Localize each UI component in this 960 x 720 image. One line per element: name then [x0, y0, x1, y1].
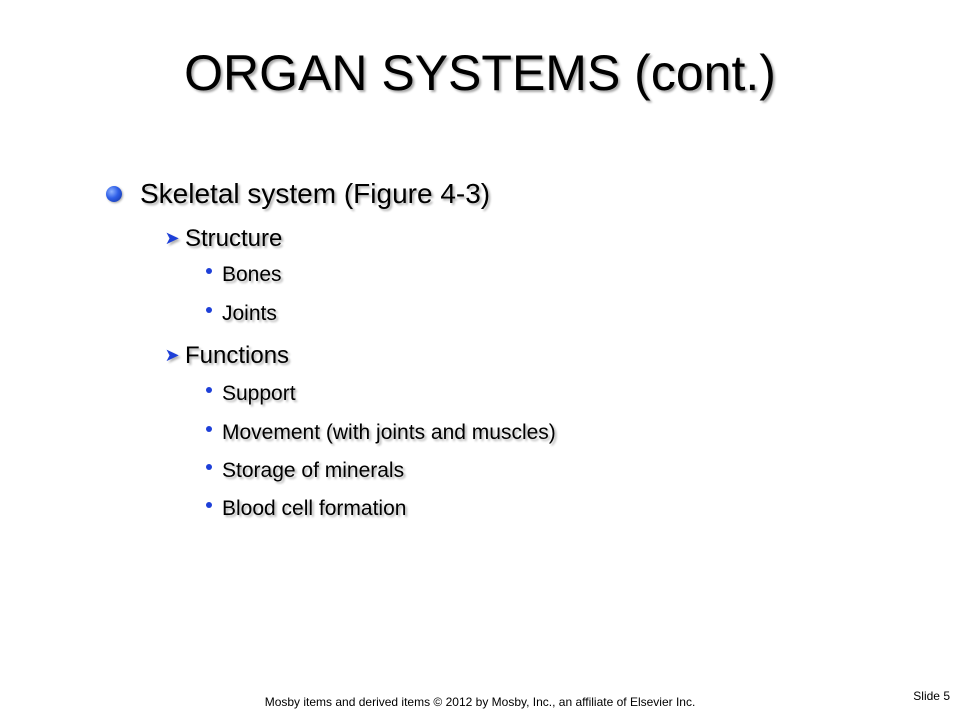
list-item-support: Support	[206, 379, 296, 409]
list-item-label: Joints	[222, 302, 277, 325]
small-bullet-icon	[206, 502, 212, 509]
list-item-label: Support	[222, 382, 296, 405]
bullet-list: Skeletal system (Figure 4-3) ➤Structure …	[106, 176, 556, 524]
list-item-bones: Bones	[206, 260, 282, 290]
arrow-bullet-icon: ➤	[164, 228, 180, 249]
list-item-joints: Joints	[206, 299, 277, 329]
list-item-skeletal-system: Skeletal system (Figure 4-3)	[106, 176, 490, 212]
small-bullet-icon	[206, 268, 212, 275]
list-item-label: Bones	[222, 263, 282, 286]
list-item-structure: ➤Structure	[164, 223, 282, 255]
small-bullet-icon	[206, 464, 212, 471]
list-item-storage-of-minerals: Storage of minerals	[206, 456, 404, 486]
arrow-bullet-icon: ➤	[164, 345, 180, 366]
slide-number: Slide 5	[913, 689, 950, 703]
list-item-label: Movement (with joints and muscles)	[222, 421, 556, 444]
slide-title: ORGAN SYSTEMS (cont.)	[184, 45, 776, 101]
list-item-label: Structure	[185, 225, 283, 252]
list-item-label: Functions	[185, 342, 290, 369]
small-bullet-icon	[206, 426, 212, 433]
list-item-functions: ➤Functions	[164, 340, 289, 372]
small-bullet-icon	[206, 387, 212, 394]
blue-round-bullet-icon	[106, 185, 122, 202]
small-bullet-icon	[206, 307, 212, 314]
list-item-blood-cell-formation: Blood cell formation	[206, 494, 406, 524]
list-item-movement: Movement (with joints and muscles)	[206, 418, 556, 448]
list-item-label: Blood cell formation	[222, 497, 407, 520]
copyright-footer: Mosby items and derived items © 2012 by …	[264, 695, 696, 709]
list-item-label: Storage of minerals	[222, 459, 405, 482]
list-item-label: Skeletal system (Figure 4-3)	[140, 178, 491, 209]
